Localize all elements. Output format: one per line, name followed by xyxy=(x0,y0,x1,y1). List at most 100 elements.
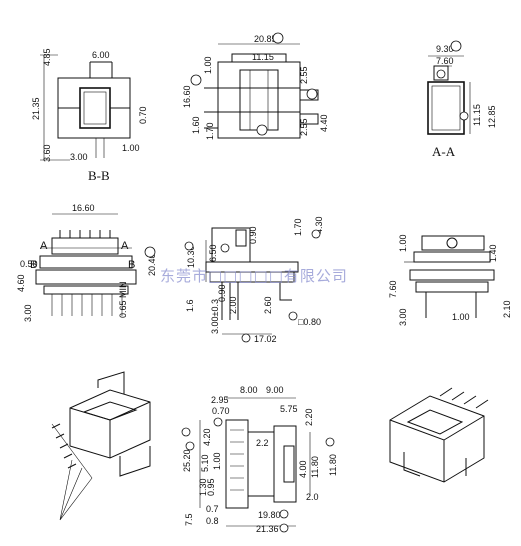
dim-b-4-85: 4.85 xyxy=(42,48,52,66)
dim-bm-2-0: 2.0 xyxy=(306,492,319,502)
callout-circle xyxy=(450,40,462,52)
dim-bm-7-5: 7.5 xyxy=(184,513,194,526)
dim-bm-5-10: 5.10 xyxy=(200,454,210,472)
view-bb: 6.00 4.85 21.35 0.70 3.60 3.00 1.00 B-B xyxy=(31,48,148,183)
view-front: 16.60 A A B B 0.50 4.60 3.00 20.40 0.65 … xyxy=(16,203,157,322)
dim-m-6-50: 6.50 xyxy=(208,244,218,262)
dim-s-1-70: 1.70 xyxy=(205,122,215,140)
dim-m-4-30: 4.30 xyxy=(314,216,324,234)
dim-f-min: MIN xyxy=(118,282,128,299)
dim-m-2-60: 2.60 xyxy=(263,296,273,314)
watermark: 东莞市□□□□□有限公司 xyxy=(160,267,348,285)
dim-bm-9-00: 9.00 xyxy=(266,385,284,395)
dim-bm-21-36: 21.36 xyxy=(256,524,279,534)
view-side-top: 20.85 11.15 1.00 16.60 1.60 1.70 2.55 2.… xyxy=(182,32,329,140)
callout-circle xyxy=(306,88,318,100)
dim-m-2-00: 2.00 xyxy=(228,296,238,314)
view-right-mid: 1.00 1.40 7.60 3.00 1.00 2.10 xyxy=(388,234,512,326)
dim-bm-2-95: 2.95 xyxy=(211,395,229,405)
view-side-mid: 10.30 6.50 0.90 1.70 4.30 2.00 1.6 2.60 … xyxy=(184,216,324,344)
dim-f-4-60: 4.60 xyxy=(16,274,26,292)
view-iso-left xyxy=(51,371,151,521)
dim-bm-1-30: 1.30 xyxy=(198,478,208,496)
section-mark-b-left: B xyxy=(30,259,37,271)
dim-a-12-85: 12.85 xyxy=(487,105,497,128)
dim-f-3-00: 3.00 xyxy=(23,304,33,322)
dim-r-3-00: 3.00 xyxy=(398,308,408,326)
dim-b-0-70: 0.70 xyxy=(138,106,148,124)
callout-circle xyxy=(459,111,469,121)
callout-circle xyxy=(288,311,298,321)
callout-circle xyxy=(213,417,223,427)
dim-r-2-10: 2.10 xyxy=(502,300,512,318)
dim-bm-4-20: 4.20 xyxy=(202,428,212,446)
dim-r-1-00: 1.00 xyxy=(398,234,408,252)
callout-circle xyxy=(325,437,335,447)
dim-r-1-40: 1.40 xyxy=(488,244,498,262)
callout-circle xyxy=(220,243,230,253)
section-mark-a-right: A xyxy=(121,240,129,252)
dim-m-pin-sq: □0.80 xyxy=(298,317,321,327)
dim-bm-1-00: 1.00 xyxy=(212,452,222,470)
dim-a-11-15: 11.15 xyxy=(472,104,482,126)
dim-b-21-35: 21.35 xyxy=(31,97,41,120)
dim-s-2-55-bottom: 2.55 xyxy=(299,118,309,136)
callout-circle xyxy=(279,523,289,533)
callout-circle xyxy=(185,441,195,451)
callout-circle xyxy=(256,124,268,136)
callout-circle xyxy=(311,229,321,239)
dim-f-16-60: 16.60 xyxy=(72,203,95,213)
dim-m-17-02: 17.02 xyxy=(254,334,277,344)
dim-m-1-6: 1.6 xyxy=(185,299,195,312)
dim-m-3-00-tol: 3.00±0.3 xyxy=(210,299,220,334)
dim-a-9-30: 9.30 xyxy=(436,44,454,54)
dim-b-6-00: 6.00 xyxy=(92,50,110,60)
dim-r-1-00b: 1.00 xyxy=(452,312,470,322)
dim-bm-0-8: 0.8 xyxy=(206,516,219,526)
view-bottom-mid: 8.00 9.00 2.95 5.75 0.70 4.20 25.20 2.2 … xyxy=(181,385,338,534)
dim-a-7-60: 7.60 xyxy=(436,56,454,66)
dim-bm-8-00: 8.00 xyxy=(240,385,258,395)
dim-s-2-55-top: 2.55 xyxy=(299,66,309,84)
callout-circle xyxy=(190,74,202,86)
dim-bm-5-75: 5.75 xyxy=(280,404,298,414)
dim-s-1-60: 1.60 xyxy=(191,116,201,134)
callout-circle xyxy=(181,427,191,437)
callout-circle xyxy=(272,32,284,44)
section-mark-b-right: B xyxy=(128,259,135,271)
view-label-aa: A-A xyxy=(432,144,456,159)
dim-r-7-60: 7.60 xyxy=(388,280,398,298)
dim-s-11-15: 11.15 xyxy=(252,52,274,62)
view-label-bb: B-B xyxy=(88,168,110,183)
dim-bm-11-80b: 11.80 xyxy=(328,454,338,476)
dim-bm-11-80a: 11.80 xyxy=(310,456,320,478)
dim-s-20-85: 20.85 xyxy=(254,34,277,44)
dim-bm-0-7: 0.7 xyxy=(206,504,219,514)
dim-s-4-40: 4.40 xyxy=(319,114,329,132)
section-mark-a-left: A xyxy=(40,240,48,252)
callout-circle xyxy=(241,333,251,343)
dim-f-0-65: 0.65 xyxy=(118,300,128,318)
dim-s-16-60: 16.60 xyxy=(182,85,192,108)
callout-circle xyxy=(184,241,194,251)
callout-circle xyxy=(279,509,289,519)
dim-b-1-00: 1.00 xyxy=(122,143,140,153)
dim-bm-4-00: 4.00 xyxy=(298,460,308,478)
dim-bm-25-20: 25.20 xyxy=(182,449,192,472)
dim-m-1-70: 1.70 xyxy=(293,218,303,236)
dim-bm-0-95: 0.95 xyxy=(206,478,216,496)
dim-bm-2-20: 2.20 xyxy=(304,408,314,426)
dim-m-0-90: 0.90 xyxy=(248,226,258,244)
callout-circle xyxy=(436,69,446,79)
dim-bm-0-70: 0.70 xyxy=(212,406,230,416)
dim-s-1-00: 1.00 xyxy=(203,56,213,74)
dim-f-0-50: 0.50 xyxy=(20,259,38,269)
callout-circle xyxy=(144,246,156,258)
dim-m-10-30: 10.30 xyxy=(186,245,196,268)
view-aa: 9.30 7.60 11.15 12.85 A-A xyxy=(427,40,497,159)
dim-b-3-00: 3.00 xyxy=(70,152,88,162)
dim-bm-2-2: 2.2 xyxy=(256,438,269,448)
dim-b-3-60: 3.60 xyxy=(42,144,52,162)
dim-m-0-90b: 0.90 xyxy=(217,284,227,302)
